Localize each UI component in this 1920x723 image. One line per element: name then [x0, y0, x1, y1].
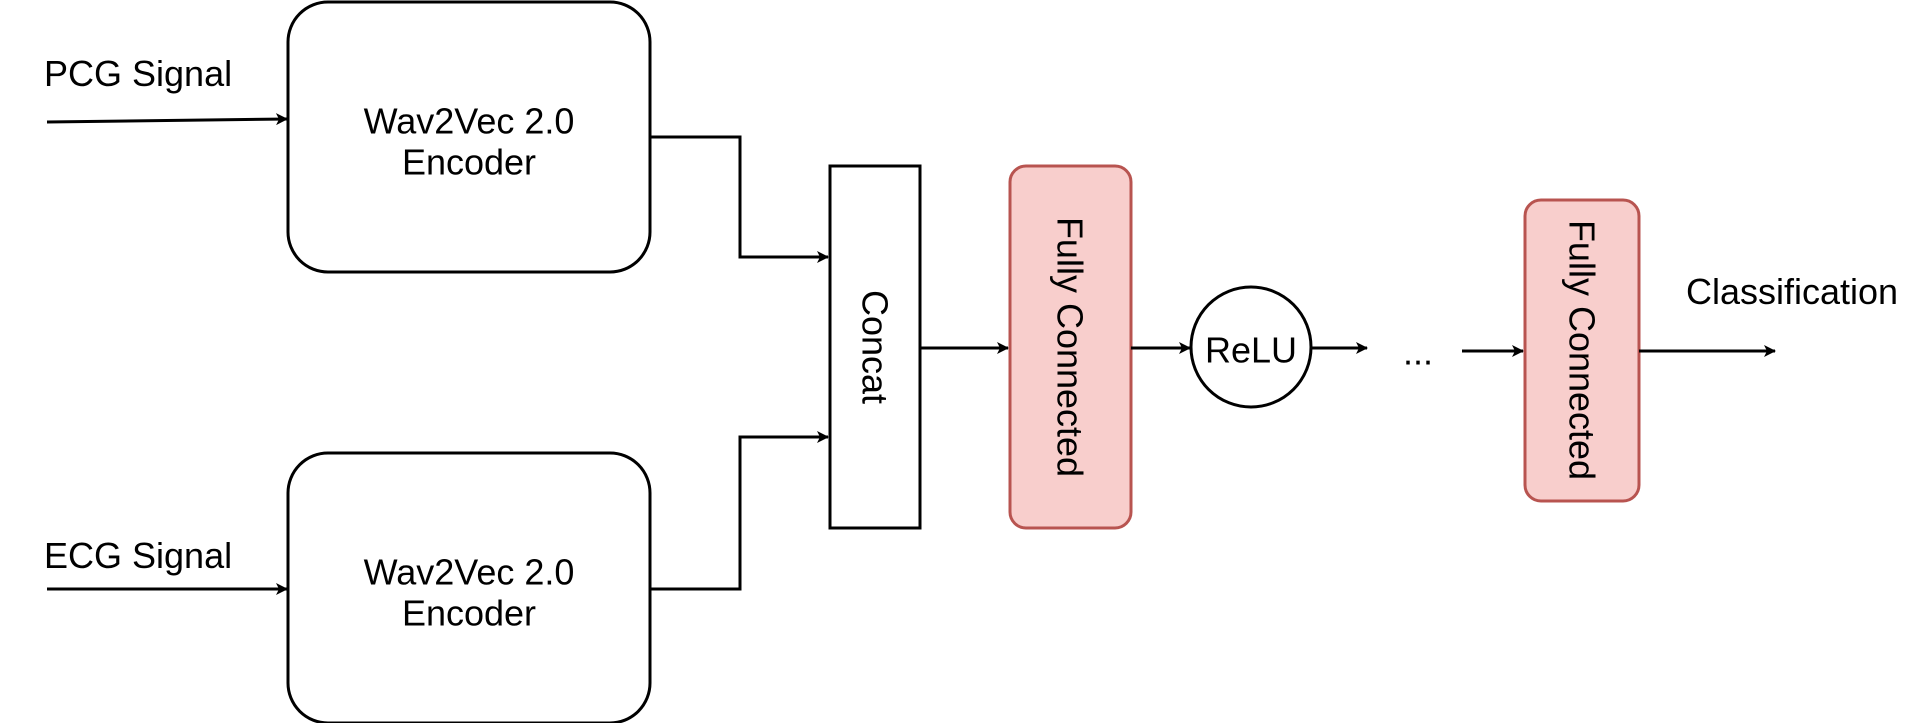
- ecg-encoder-label-line1: Wav2Vec 2.0: [364, 552, 575, 593]
- ellipsis-label: ...: [1403, 332, 1433, 373]
- relu-label: ReLU: [1205, 330, 1297, 371]
- ecg-encoder-to-concat-arrow: [650, 431, 829, 591]
- classification-label: Classification: [1686, 271, 1898, 312]
- fully-connected-label-2: Fully Connected: [1562, 220, 1603, 480]
- fully-connected-label-1: Fully Connected: [1050, 217, 1091, 477]
- pcg-encoder-label-line1: Wav2Vec 2.0: [364, 101, 575, 142]
- concat-block: Concat: [828, 164, 922, 530]
- pcg-input-arrow: [46, 113, 288, 126]
- pcg-encoder-block: Wav2Vec 2.0 Encoder: [286, 0, 652, 274]
- fully-connected-block-1: Fully Connected: [1008, 164, 1133, 530]
- ecg-encoder-block: Wav2Vec 2.0 Encoder: [286, 451, 652, 723]
- fully-connected-block-2: Fully Connected: [1523, 198, 1641, 503]
- pcg-signal-label: PCG Signal: [44, 53, 232, 94]
- ecg-signal-label: ECG Signal: [44, 535, 232, 576]
- pcg-encoder-to-concat-arrow: [650, 135, 829, 263]
- ecg-encoder-label-line2: Encoder: [402, 593, 536, 634]
- pcg-encoder-label-line2: Encoder: [402, 142, 536, 183]
- concat-label: Concat: [855, 290, 896, 404]
- relu-node: ReLU: [1189, 285, 1313, 409]
